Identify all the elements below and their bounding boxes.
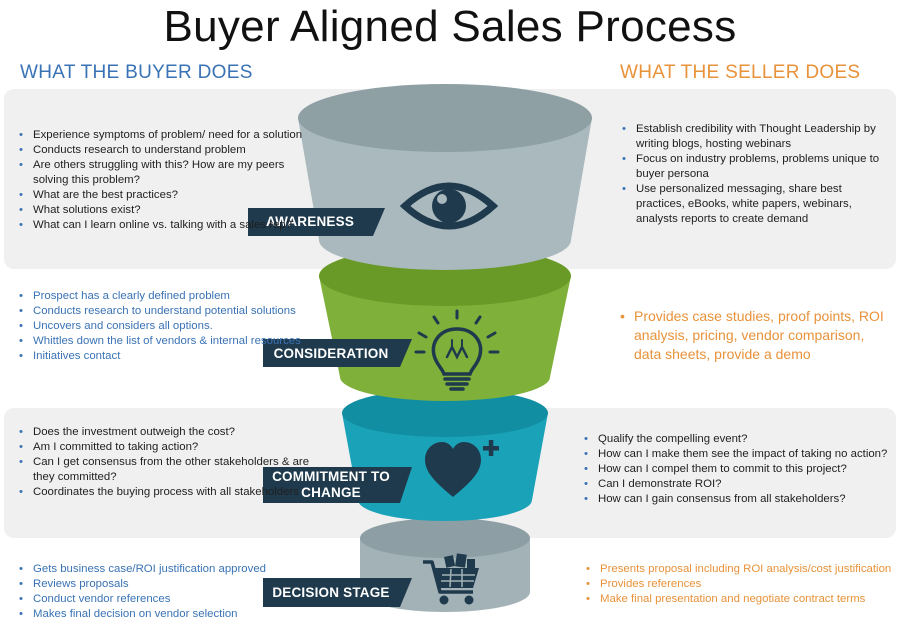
awareness-seller-list: Establish credibility with Thought Leade… <box>620 122 892 227</box>
list-item: Use personalized messaging, share best p… <box>620 182 892 227</box>
list-item: Am I committed to taking action? <box>17 440 317 455</box>
decision-buyer-list: Gets business case/ROI justification app… <box>17 562 317 622</box>
list-item: How can I gain consensus from all stakeh… <box>582 492 894 507</box>
consideration-seller-list: Provides case studies, proof points, ROI… <box>618 307 890 364</box>
decision-seller-list: Presents proposal including ROI analysis… <box>584 562 896 607</box>
list-item: Does the investment outweigh the cost? <box>17 425 317 440</box>
list-item: Conduct vendor references <box>17 592 317 607</box>
heart-plus-icon <box>425 440 499 497</box>
list-item: Provides references <box>584 577 896 592</box>
list-item: Experience symptoms of problem/ need for… <box>17 128 307 143</box>
commitment-seller-list: Qualify the compelling event? How can I … <box>582 432 894 507</box>
eye-icon <box>399 182 499 230</box>
list-item: Focus on industry problems, problems uni… <box>620 152 892 182</box>
list-item: What solutions exist? <box>17 203 307 218</box>
list-item: Can I get consensus from the other stake… <box>17 455 317 485</box>
list-item: Prospect has a clearly defined problem <box>17 289 307 304</box>
list-item: Presents proposal including ROI analysis… <box>584 562 896 577</box>
list-item: What are the best practices? <box>17 188 307 203</box>
list-item: Provides case studies, proof points, ROI… <box>618 307 890 364</box>
list-item: Make final presentation and negotiate co… <box>584 592 896 607</box>
buyer-column-heading: WHAT THE BUYER DOES <box>20 62 253 83</box>
list-item: Reviews proposals <box>17 577 317 592</box>
list-item: Can I demonstrate ROI? <box>582 477 894 492</box>
list-item: Makes final decision on vendor selection <box>17 607 317 622</box>
list-item: Establish credibility with Thought Leade… <box>620 122 892 152</box>
list-item: Coordinates the buying process with all … <box>17 485 317 500</box>
list-item: How can I make them see the impact of ta… <box>582 447 894 462</box>
list-item: How can I compel them to commit to this … <box>582 462 894 477</box>
seller-column-heading: WHAT THE SELLER DOES <box>620 62 861 83</box>
list-item: Qualify the compelling event? <box>582 432 894 447</box>
shopping-cart-icon <box>423 553 479 605</box>
consideration-buyer-list: Prospect has a clearly defined problem C… <box>17 289 307 364</box>
awareness-buyer-list: Experience symptoms of problem/ need for… <box>17 128 307 233</box>
list-item: Whittles down the list of vendors & inte… <box>17 334 307 349</box>
list-item: Initiatives contact <box>17 349 307 364</box>
list-item: Are others struggling with this? How are… <box>17 158 307 188</box>
list-item: What can I learn online vs. talking with… <box>17 218 307 233</box>
commitment-buyer-list: Does the investment outweigh the cost? A… <box>17 425 317 500</box>
list-item: Gets business case/ROI justification app… <box>17 562 317 577</box>
list-item: Uncovers and considers all options. <box>17 319 307 334</box>
page-title: Buyer Aligned Sales Process <box>163 2 737 51</box>
funnel-tier-awareness <box>298 84 592 270</box>
lightbulb-icon <box>414 309 500 391</box>
list-item: Conducts research to understand potentia… <box>17 304 307 319</box>
list-item: Conducts research to understand problem <box>17 143 307 158</box>
